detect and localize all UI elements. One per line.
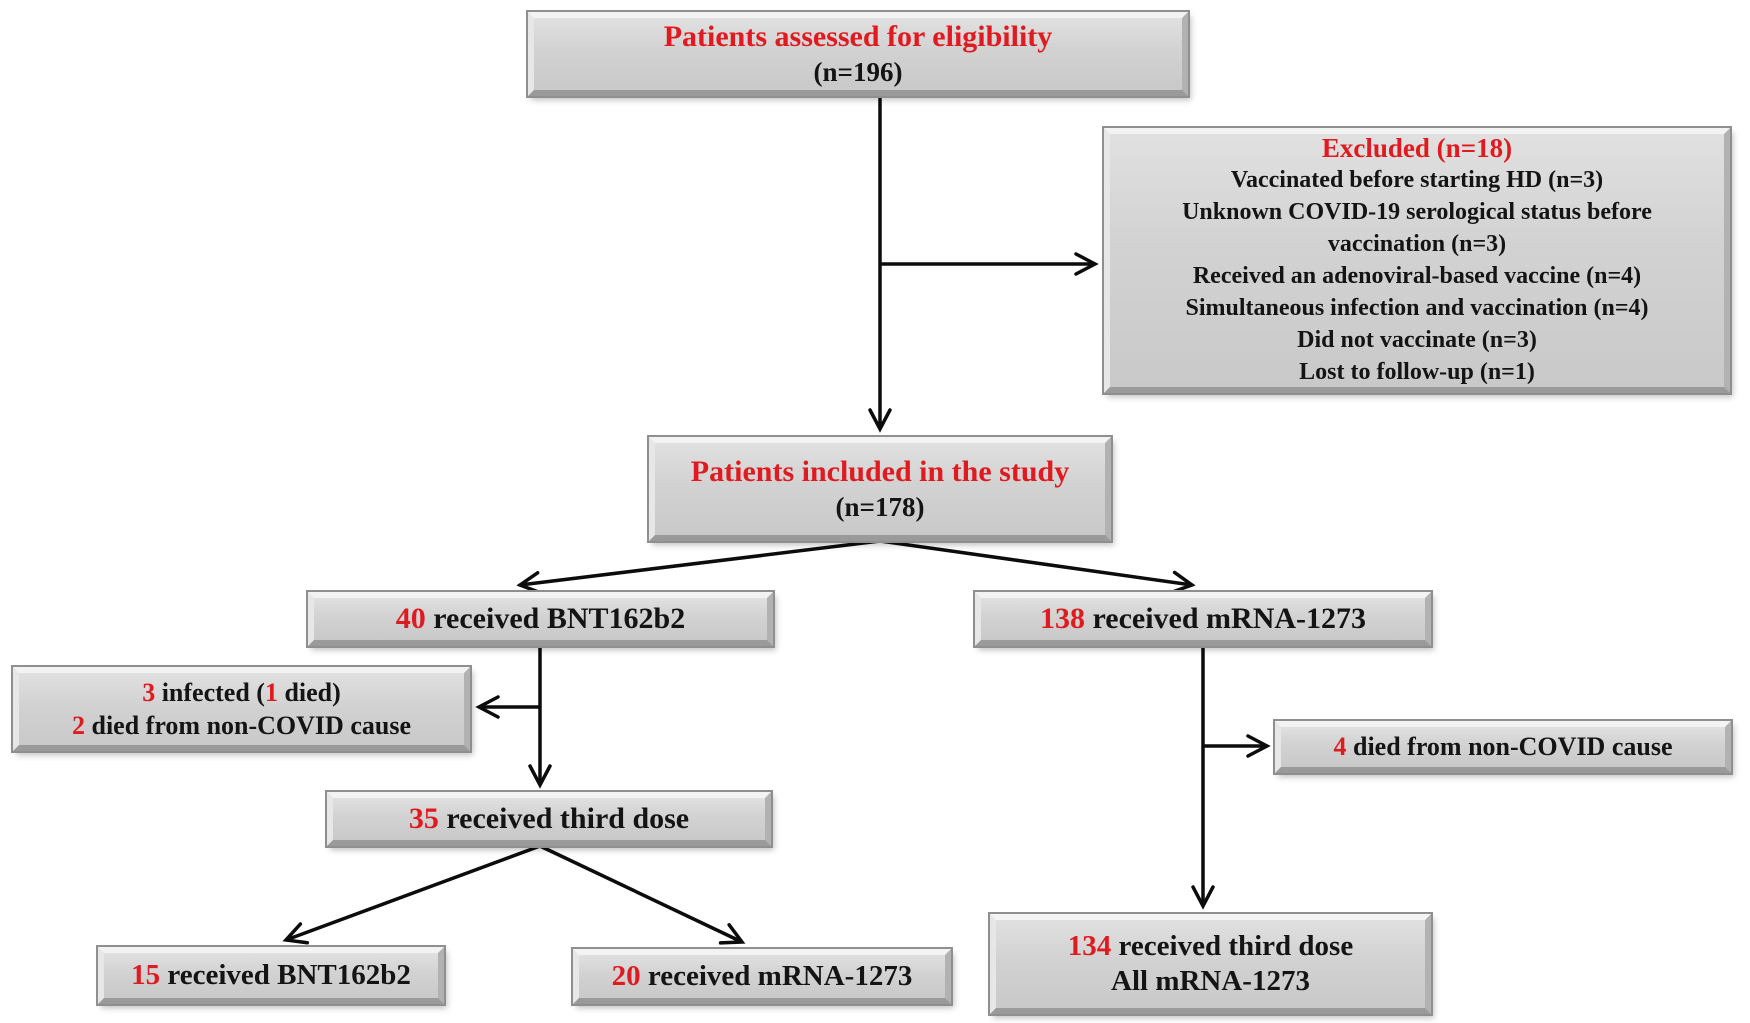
arrow-included-to-bnt-arm (516, 539, 881, 595)
box-booster-bnt162b2: 15 received BNT162b2 (96, 945, 446, 1006)
mrna-third-count: 134 (1067, 929, 1112, 962)
booster-bnt-line: 15 received BNT162b2 (131, 958, 411, 993)
assessed-count: (n=196) (813, 56, 903, 87)
arm-bnt-line: 40 received BNT162b2 (396, 601, 685, 638)
included-count: (n=178) (835, 491, 925, 522)
box-arm-bnt162b2: 40 received BNT162b2 (306, 590, 775, 648)
mrna-third-label: received third dose (1111, 929, 1354, 962)
box-mrna-third-dose: 134 received third dose All mRNA-1273 (988, 912, 1433, 1016)
died-count: 1 (264, 677, 278, 707)
bnt-third-line: 35 received third dose (409, 801, 689, 838)
booster-mrna-label: received mRNA-1273 (640, 959, 913, 992)
excluded-reason: Simultaneous infection and vaccination (… (1185, 294, 1649, 321)
included-title: Patients included in the study (690, 455, 1070, 489)
bnt-third-count: 35 (408, 801, 439, 835)
excluded-reason: Received an adenoviral-based vaccine (n=… (1192, 263, 1642, 290)
bnt-events-line1: 3 infected (1 died) (142, 676, 341, 709)
box-bnt-third-dose: 35 received third dose (325, 790, 773, 848)
arm-bnt-count: 40 (395, 601, 426, 635)
text-segment: died from non-COVID cause (85, 711, 411, 740)
box-patients-included: Patients included in the study (n=178) (647, 435, 1113, 543)
arrow-included-to-mrna-arm (879, 539, 1196, 594)
bnt-third-label: received third dose (438, 801, 690, 835)
bnt-events-line2: 2 died from non-COVID cause (72, 709, 411, 742)
booster-mrna-line: 20 received mRNA-1273 (612, 959, 913, 994)
infected-count: 3 (142, 677, 156, 707)
text-segment: died) (277, 677, 341, 707)
assessed-title: Patients assessed for eligibility (663, 20, 1053, 54)
excluded-reason: Did not vaccinate (n=3) (1297, 326, 1537, 353)
box-excluded: Excluded (n=18) Vaccinated before starti… (1102, 126, 1732, 395)
arrow-third-to-bnt-booster (282, 844, 541, 945)
booster-bnt-label: received BNT162b2 (160, 958, 411, 991)
arm-mrna-line: 138 received mRNA-1273 (1040, 601, 1366, 638)
booster-mrna-count: 20 (611, 959, 641, 992)
box-patients-assessed: Patients assessed for eligibility (n=196… (526, 10, 1190, 98)
excluded-reason: Lost to follow-up (n=1) (1299, 358, 1535, 385)
text-segment: died from non-COVID cause (1346, 732, 1673, 762)
noncovid-died-count: 2 (72, 711, 85, 740)
mrna-third-line1: 134 received third dose (1068, 929, 1353, 964)
arm-mrna-label: received mRNA-1273 (1084, 601, 1367, 635)
arrow-third-to-mrna-booster (539, 844, 746, 945)
box-mrna-events: 4 died from non-COVID cause (1273, 719, 1733, 775)
box-booster-mrna-1273: 20 received mRNA-1273 (571, 947, 953, 1006)
booster-bnt-count: 15 (131, 958, 161, 991)
box-arm-mrna-1273: 138 received mRNA-1273 (973, 590, 1433, 648)
mrna-events-line: 4 died from non-COVID cause (1334, 730, 1673, 763)
box-bnt-events: 3 infected (1 died) 2 died from non-COVI… (11, 665, 472, 753)
arm-bnt-label: received BNT162b2 (425, 601, 686, 635)
mrna-third-line2: All mRNA-1273 (1111, 965, 1310, 997)
excluded-title: Excluded (n=18) (1321, 133, 1513, 164)
noncovid-died-count: 4 (1333, 732, 1347, 762)
excluded-reason: Vaccinated before starting HD (n=3) (1230, 167, 1604, 194)
excluded-reason: Unknown COVID-19 serological status befo… (1182, 199, 1652, 258)
arm-mrna-count: 138 (1039, 601, 1085, 635)
text-segment: infected ( (155, 677, 265, 707)
